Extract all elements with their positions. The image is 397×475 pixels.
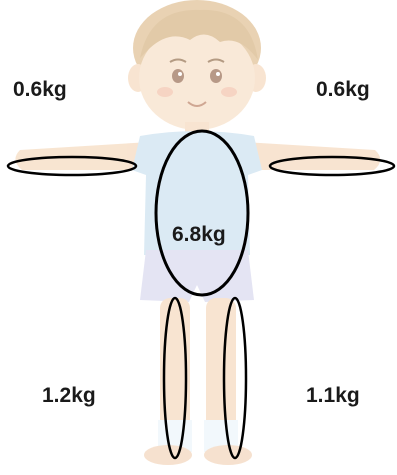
right-leg-mass-label: 1.1kg <box>306 384 360 408</box>
right-arm-mass-label: 0.6kg <box>316 78 370 102</box>
left-leg-mass-label: 1.2kg <box>42 384 96 408</box>
trunk-mass-label: 6.8kg <box>172 223 226 247</box>
left-arm-mass-label: 0.6kg <box>13 78 67 102</box>
